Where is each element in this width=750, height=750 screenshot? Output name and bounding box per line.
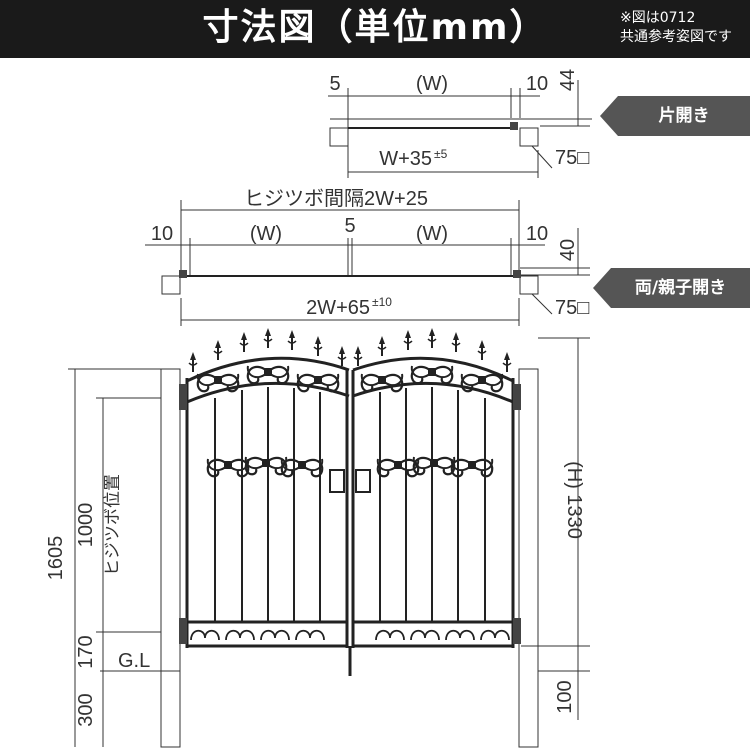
single-left-offset: 5 bbox=[329, 73, 340, 95]
double-right-offset: 10 bbox=[526, 223, 548, 245]
double-left-offset: 10 bbox=[151, 223, 173, 245]
dim-lower-pivot: 170 bbox=[75, 635, 97, 668]
double-overall-tolerance: ±10 bbox=[372, 295, 392, 309]
single-post-size: 75□ bbox=[555, 147, 589, 169]
page-title: 寸法図（単位mm） bbox=[202, 7, 548, 48]
left-gate-leaf bbox=[185, 327, 350, 648]
double-pivot-spacing: ヒジツボ間隔2W+25 bbox=[244, 187, 428, 210]
single-overall: W+35 bbox=[379, 148, 432, 170]
right-post bbox=[518, 368, 539, 748]
header-note-line1: ※図は0712 bbox=[620, 10, 696, 26]
double-left-width: (W) bbox=[250, 223, 282, 245]
dim-embed: 300 bbox=[75, 693, 97, 726]
double-swing-plan: ヒジツボ間隔2W+25 10 (W) 5 (W) 10 40 2W+65 ±10… bbox=[145, 187, 590, 326]
left-post bbox=[160, 368, 181, 748]
dim-pivot-height: 1000 bbox=[75, 503, 97, 548]
header-bar: 寸法図（単位mm） ※図は0712 共通参考姿図です bbox=[0, 0, 750, 58]
ground-level-label: G.L bbox=[118, 650, 150, 672]
dim-ground-clearance: 100 bbox=[554, 680, 576, 713]
single-depth: 44 bbox=[557, 69, 579, 91]
gate-elevation: 1605 1000 ヒジツボ位置 170 G.L 300 (H) 1330 10… bbox=[45, 327, 590, 748]
dim-post-height: 1605 bbox=[45, 536, 67, 581]
single-right-offset: 10 bbox=[526, 73, 548, 95]
latch-right bbox=[355, 469, 371, 493]
dim-pivot-label: ヒジツボ位置 bbox=[103, 474, 123, 576]
double-post-size: 75□ bbox=[555, 297, 589, 319]
single-swing-plan: 5 (W) 10 44 W+35 ±5 75□ bbox=[328, 69, 592, 178]
double-overall: 2W+65 bbox=[306, 297, 370, 319]
double-depth: 40 bbox=[557, 239, 579, 261]
tag-single-swing: 片開き bbox=[600, 96, 750, 136]
right-gate-leaf bbox=[351, 327, 515, 648]
header-note-line2: 共通参考姿図です bbox=[620, 29, 732, 45]
tag-double-swing: 両/親子開き bbox=[593, 268, 750, 308]
single-width: (W) bbox=[416, 73, 448, 95]
double-center-gap: 5 bbox=[344, 215, 355, 237]
single-overall-tolerance: ±5 bbox=[434, 147, 448, 161]
latch-left bbox=[329, 469, 345, 493]
double-right-width: (W) bbox=[416, 223, 448, 245]
header-note: ※図は0712 共通参考姿図です bbox=[620, 9, 732, 47]
dim-gate-height: (H) 1330 bbox=[563, 461, 585, 539]
